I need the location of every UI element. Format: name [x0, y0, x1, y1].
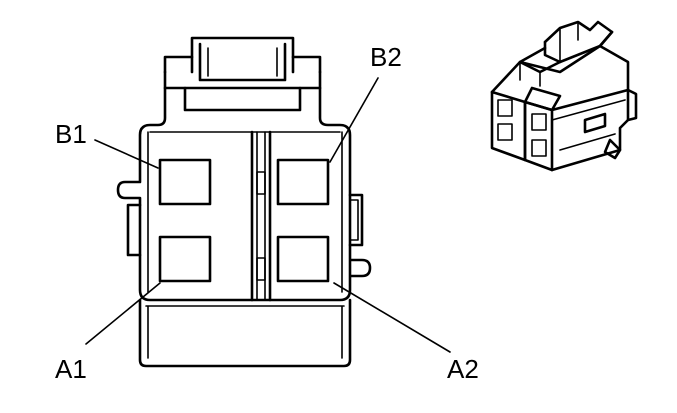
center-divider: [250, 130, 272, 302]
right-rib: [348, 193, 364, 247]
leader-b2: [329, 77, 379, 163]
cavity-b1: [158, 158, 212, 206]
connector-face-view: B1 B2 A1 A2: [55, 36, 479, 384]
left-rib: [126, 203, 142, 257]
label-b2: B2: [370, 42, 402, 72]
leader-b1: [94, 139, 159, 169]
top-latch: [163, 36, 322, 112]
label-a2: A2: [447, 354, 479, 384]
leader-a2: [333, 282, 451, 353]
leader-a1: [85, 282, 161, 345]
cavity-b2: [276, 158, 330, 206]
cavity-a2: [276, 235, 330, 283]
cavity-a1: [158, 235, 212, 283]
connector-isometric-view: [490, 20, 638, 172]
label-b1: B1: [55, 119, 87, 149]
label-a1: A1: [55, 354, 87, 384]
housing-outline: [116, 86, 372, 302]
bottom-skirt: [138, 298, 352, 368]
